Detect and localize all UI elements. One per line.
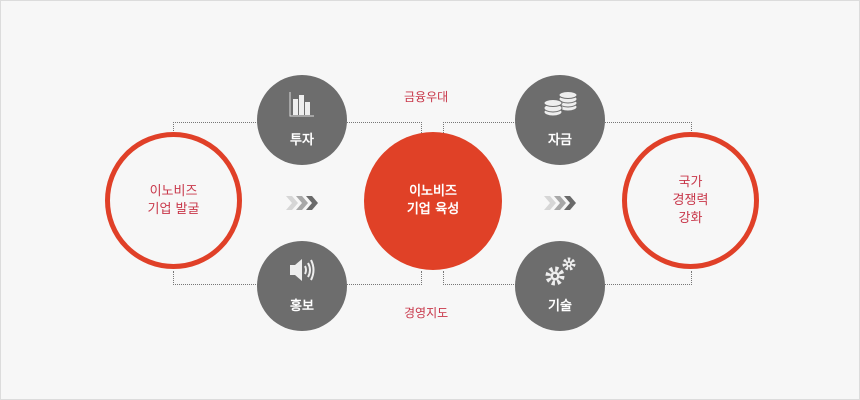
- left-circle-line2: 기업 발굴: [147, 201, 200, 217]
- chevron-arrows-icon: [544, 196, 576, 210]
- node-investment: 투자: [257, 75, 347, 165]
- right-circle-line3: 강화: [678, 210, 703, 226]
- node-label: 자금: [548, 133, 572, 148]
- financial-benefit-label: 금융우대: [404, 90, 449, 104]
- center-circle-line1: 이노비즈: [409, 184, 457, 199]
- gears-icon: [515, 257, 605, 287]
- center-circle-line2: 기업 육성: [406, 202, 460, 217]
- node-promotion: 홍보: [257, 241, 347, 331]
- chevron-arrows-icon: [286, 196, 318, 210]
- left-circle-line1: 이노비즈: [149, 183, 198, 199]
- management-guidance-label: 경영지도: [404, 306, 449, 320]
- node-label: 투자: [290, 133, 314, 148]
- node-label: 홍보: [290, 299, 314, 314]
- right-circle-line1: 국가: [678, 174, 703, 190]
- speaker-icon: [257, 257, 347, 287]
- right-circle-line2: 경쟁력: [672, 192, 709, 208]
- node-label: 기술: [548, 299, 572, 314]
- coins-icon: [515, 91, 605, 121]
- node-technology: 기술: [515, 241, 605, 331]
- node-funding: 자금: [515, 75, 605, 165]
- bar-chart-icon: [257, 91, 347, 121]
